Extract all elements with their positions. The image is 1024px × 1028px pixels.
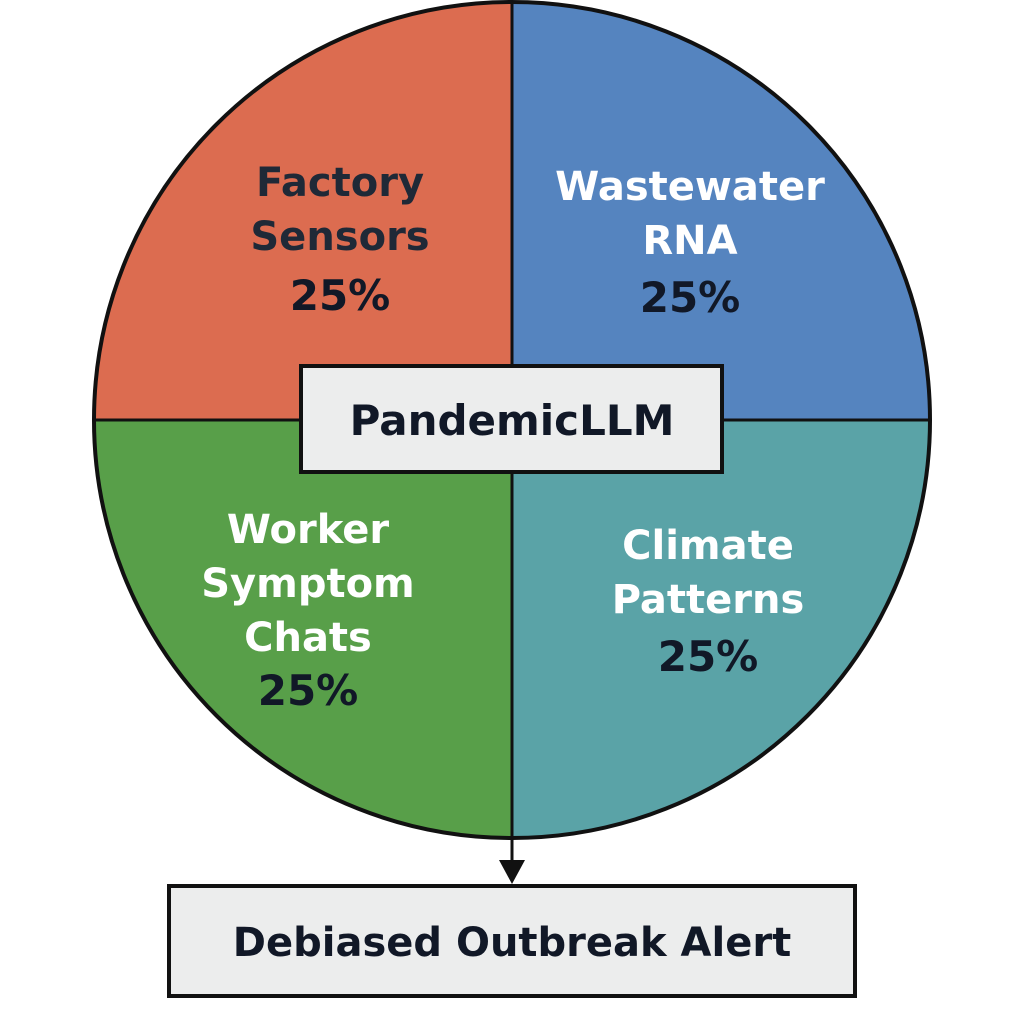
center-label-box: PandemicLLM [299, 364, 724, 474]
slice-label-line: Factory [256, 160, 424, 206]
pie-slice-bottom-right [94, 420, 512, 838]
slice-label-line: RNA [642, 218, 737, 264]
output-alert-label: Debiased Outbreak Alert [233, 920, 791, 966]
center-box-rect [299, 364, 724, 474]
slice-label-line: Sensors [250, 214, 429, 260]
slice-percent-label: 25% [258, 666, 359, 715]
slice-label-line: Symptom [201, 561, 414, 607]
slice-percent-label: 25% [658, 632, 759, 681]
output-alert-box: Debiased Outbreak Alert [167, 884, 857, 998]
output-arrow [499, 830, 525, 884]
slice-label-line: Chats [244, 615, 372, 661]
pie-slice-top-right [512, 420, 930, 838]
slice-label-line: Worker [227, 507, 390, 553]
alert-box-rect [167, 884, 857, 998]
arrow-head [499, 860, 525, 884]
center-label: PandemicLLM [350, 396, 675, 445]
pie-slice-top-left [512, 2, 930, 420]
pie-slice-bottom-left [94, 2, 512, 420]
slice-label-line: Wastewater [555, 164, 825, 210]
slice-label-line: Climate [622, 523, 794, 569]
slice-label-line: Patterns [612, 577, 805, 623]
slice-percent-label: 25% [640, 273, 741, 322]
slice-percent-label: 25% [290, 271, 391, 320]
pie-slices [94, 2, 930, 838]
